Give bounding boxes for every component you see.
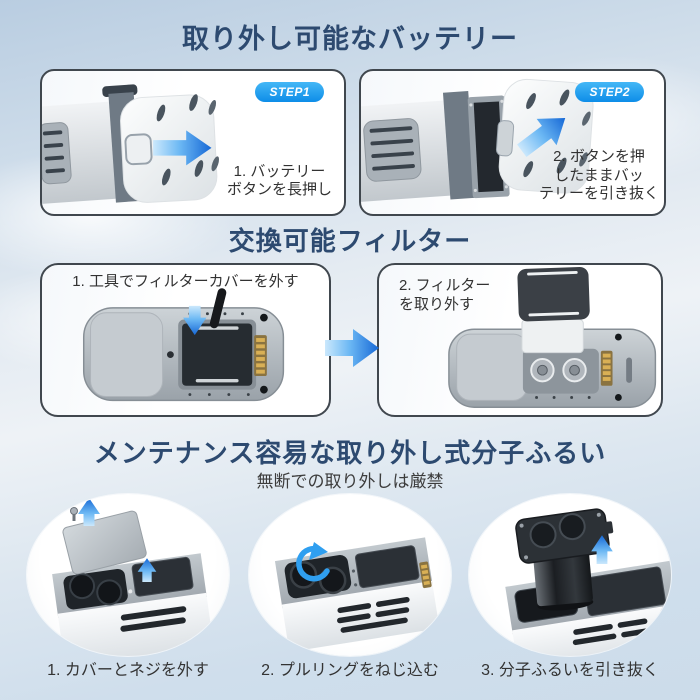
battery-step1-caption: 1. バッテリー ボタンを長押し: [226, 162, 332, 199]
filter-step1-caption: 1. 工具でフィルターカバーを外す: [72, 273, 299, 290]
sieve-step2-image: [249, 494, 451, 656]
arrow-right-icon: [153, 130, 212, 166]
filter-cover-removal-illustration: [82, 288, 285, 402]
sieve-step1-image: [27, 494, 229, 656]
molecular-sieve-cylinder: [515, 508, 614, 611]
pry-tool-icon: [209, 288, 227, 329]
battery-section-title: 取り外し可能なバッテリー: [182, 24, 518, 54]
arrow-up-icon: [78, 498, 100, 526]
sieve-section-warning: 無断での取り外しは厳禁: [256, 472, 444, 491]
filter-cover: [517, 266, 590, 322]
arrow-right-icon: [325, 329, 379, 367]
sieve-step1-caption: 1. カバーとネジを外す: [47, 662, 209, 679]
filter-step2-panel: 2. フィルター を取り外す: [377, 263, 663, 417]
cover-screw-removal-illustration: [52, 498, 214, 656]
filter-step1-panel: 1. 工具でフィルターカバーを外す: [40, 263, 331, 417]
step1-badge: STEP1: [255, 82, 324, 102]
device-battery-removed-illustration: [361, 78, 594, 202]
pull-ring-screw-in-illustration: [274, 537, 440, 653]
battery-step2-panel: STEP2 2. ボタンを押 したままバッ テリーを引き抜く: [359, 69, 666, 216]
battery-step2-caption: 2. ボタンを押 したままバッ テリーを引き抜く: [538, 147, 659, 203]
device-battery-installed-illustration: [42, 84, 219, 204]
battery-step1-panel: STEP1 1. バッテリー ボタンを長押し: [40, 69, 346, 216]
filter-step2-caption: 2. フィルター を取り外す: [399, 277, 491, 313]
sieve-section-title: メンテナンス容易な取り外し式分子ふるい: [93, 438, 607, 468]
rotate-arrow-icon: [296, 542, 330, 582]
cover-lid: [62, 510, 147, 575]
filter-element: [521, 319, 584, 354]
filter-section-title: 交換可能フィルター: [228, 226, 472, 256]
screw-icon: [70, 507, 78, 521]
arrow-down-icon: [183, 305, 207, 336]
filter-removal-illustration: [448, 266, 657, 408]
sieve-step3-caption: 3. 分子ふるいを引き抜く: [481, 662, 659, 679]
arrow-up-right-icon: [517, 117, 566, 157]
step2-badge: STEP2: [575, 82, 644, 102]
sieve-step3-image: [469, 494, 671, 656]
sieve-step2-caption: 2. プルリングをねじ込む: [261, 662, 439, 679]
sieve-pull-out-illustration: [505, 508, 671, 656]
